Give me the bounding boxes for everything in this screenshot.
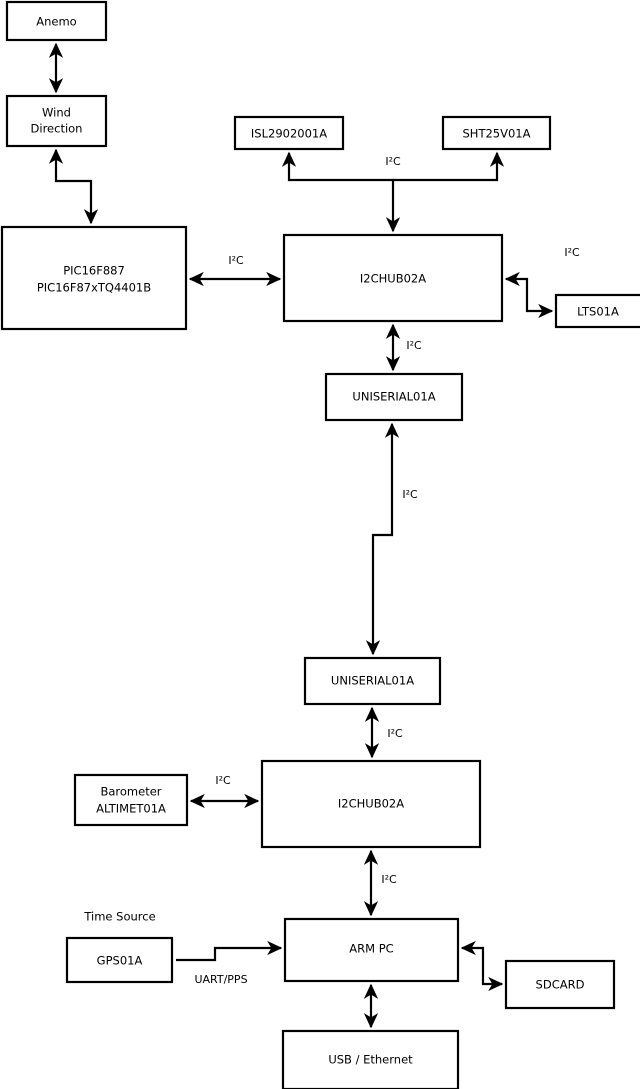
node-anemo[interactable]: Anemo: [5, 0, 108, 42]
node-gps01a-label: GPS01A: [97, 954, 143, 968]
label-time-source: Time Source: [83, 910, 155, 924]
edge-armpc-sdcard: [460, 940, 504, 992]
node-pic16f887-label-line1: PIC16F887: [63, 264, 125, 278]
node-sdcard[interactable]: SDCARD: [504, 959, 616, 1010]
edge-hub-lts: [504, 271, 554, 319]
node-uniserial01a-bottom[interactable]: UNISERIAL01A: [303, 656, 442, 706]
edge-label-i2c-sensor-bus: I²C: [385, 155, 401, 168]
node-uniserial01a-top[interactable]: UNISERIAL01A: [324, 372, 464, 422]
node-isl2902001a[interactable]: ISL2902001A: [233, 115, 345, 151]
node-anemo-label: Anemo: [36, 15, 76, 29]
node-wind-direction-label-line2: Direction: [31, 122, 83, 136]
node-wind-direction-label-line1: Wind: [42, 106, 71, 120]
edge-label-i2c-hub-armpc: I²C: [381, 873, 397, 886]
node-lts01a[interactable]: LTS01A: [554, 293, 640, 329]
edge-pic-winddirection: [48, 148, 99, 225]
edge-label-i2c-hub-lts: I²C: [564, 246, 580, 259]
edge-label-uart-pps: UART/PPS: [194, 973, 247, 986]
node-sht25v01a[interactable]: SHT25V01A: [441, 115, 552, 151]
node-arm-pc-label: ARM PC: [349, 942, 393, 956]
edge-label-i2c-pic-hub: I²C: [228, 254, 244, 267]
node-i2chub02a-top[interactable]: I2CHUB02A: [282, 233, 504, 323]
node-i2chub02a-bottom[interactable]: I2CHUB02A: [260, 759, 482, 849]
node-i2chub02a-bottom-label: I2CHUB02A: [338, 797, 404, 811]
edge-hub-sht-branch: [393, 151, 505, 182]
edge-label-i2c-uniserial-link: I²C: [402, 488, 418, 501]
edge-label-i2c-hub-uniserial: I²C: [406, 339, 422, 352]
node-uniserial01a-bottom-label: UNISERIAL01A: [331, 674, 414, 688]
edge-uniserial-link: [365, 422, 400, 656]
node-uniserial01a-top-label: UNISERIAL01A: [352, 390, 435, 404]
node-gps01a[interactable]: GPS01A: [65, 936, 174, 984]
node-barometer-label-line2: ALTIMET01A: [96, 802, 166, 816]
node-isl2902001a-label: ISL2902001A: [251, 127, 327, 141]
node-barometer-altimet01a[interactable]: Barometer ALTIMET01A: [73, 773, 189, 827]
node-i2chub02a-top-label: I2CHUB02A: [360, 272, 426, 286]
node-barometer-label-line1: Barometer: [100, 785, 161, 799]
node-usb-ethernet-label: USB / Ethernet: [328, 1053, 413, 1067]
node-lts01a-label: LTS01A: [577, 305, 619, 319]
edge-label-i2c-barometer-hub: I²C: [215, 774, 231, 787]
node-sht25v01a-label: SHT25V01A: [463, 127, 531, 141]
node-pic16f887-label-line2: PIC16F87xTQ4401B: [37, 281, 151, 295]
edge-label-i2c-uniserial-hub: I²C: [387, 727, 403, 740]
node-sdcard-label: SDCARD: [536, 978, 585, 992]
edge-gps-armpc: [176, 940, 283, 962]
node-wind-direction[interactable]: Wind Direction: [5, 94, 108, 148]
node-usb-ethernet[interactable]: USB / Ethernet: [281, 1029, 460, 1089]
node-pic16f887[interactable]: PIC16F887 PIC16F87xTQ4401B: [0, 225, 188, 331]
edge-hub-sensor-bus: [281, 151, 401, 233]
node-arm-pc[interactable]: ARM PC: [283, 917, 460, 983]
